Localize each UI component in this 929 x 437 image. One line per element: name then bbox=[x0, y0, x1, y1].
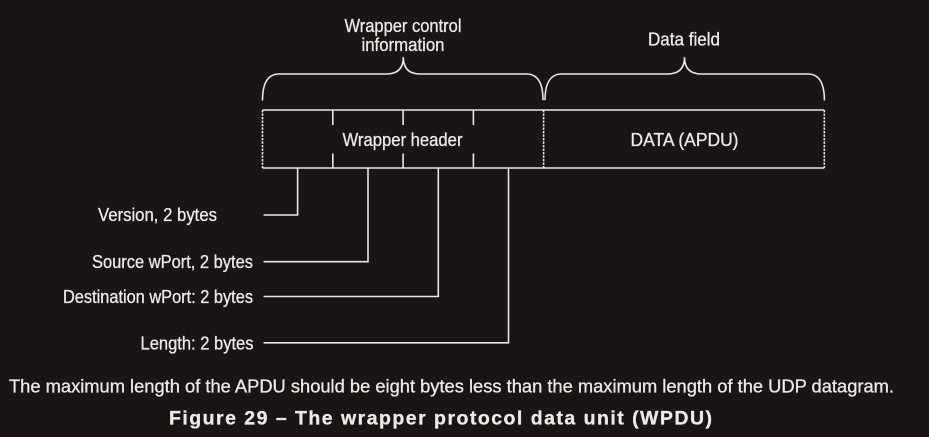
svg-text:Destination wPort: 2 bytes: Destination wPort: 2 bytes bbox=[63, 287, 253, 307]
svg-text:Length: 2 bytes: Length: 2 bytes bbox=[141, 333, 254, 353]
svg-text:Source wPort, 2 bytes: Source wPort, 2 bytes bbox=[92, 252, 253, 272]
svg-text:Wrapper header: Wrapper header bbox=[343, 130, 463, 150]
svg-text:information: information bbox=[362, 35, 445, 55]
svg-text:Data field: Data field bbox=[648, 30, 720, 50]
svg-text:Wrapper control: Wrapper control bbox=[345, 16, 462, 36]
svg-text:DATA (APDU): DATA (APDU) bbox=[631, 130, 739, 150]
svg-text:The maximum length of the APDU: The maximum length of the APDU should be… bbox=[9, 376, 894, 397]
svg-text:Version, 2 bytes: Version, 2 bytes bbox=[98, 205, 217, 225]
svg-text:Figure 29 – The wrapper protoc: Figure 29 – The wrapper protocol data un… bbox=[169, 408, 712, 430]
